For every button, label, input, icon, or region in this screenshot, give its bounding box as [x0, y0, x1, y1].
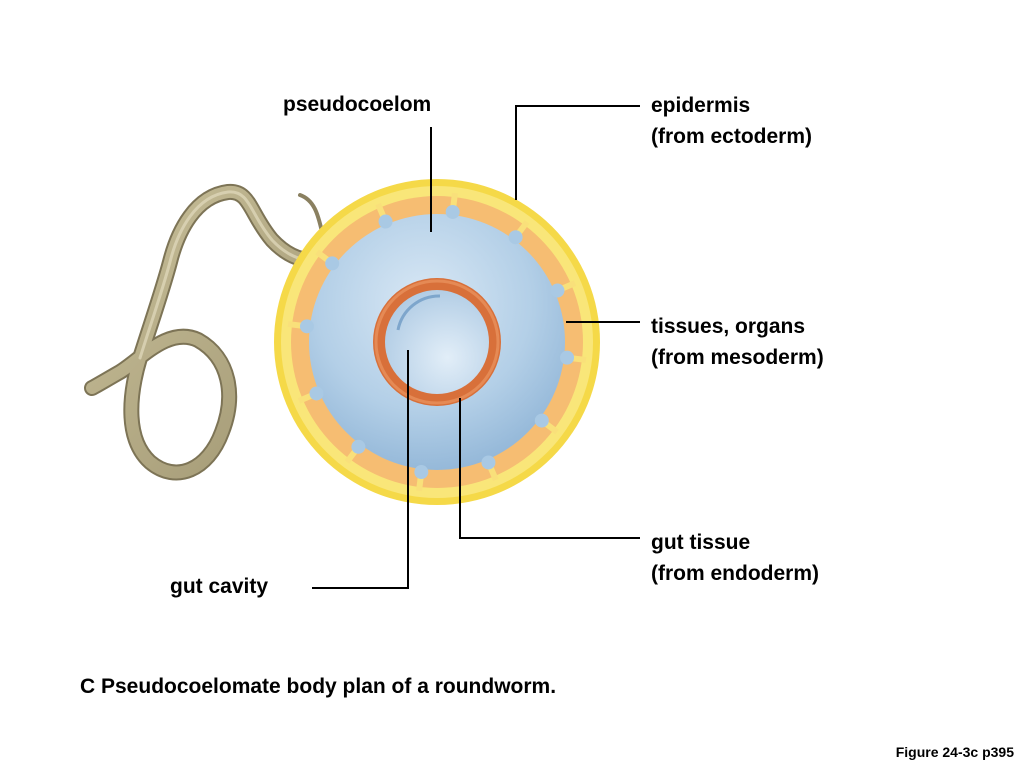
- leader-gut-cavity: [312, 350, 409, 589]
- leader-lines: [312, 105, 640, 589]
- label-tissues-line2: (from mesoderm): [651, 346, 824, 369]
- gut-cavity-region: [385, 290, 489, 394]
- label-gut-cavity: gut cavity: [170, 571, 268, 602]
- pseudocoelom-lobe: [560, 350, 575, 365]
- pseudocoelom-lobes: [299, 204, 575, 480]
- cross-section: [274, 179, 600, 505]
- pseudocoelom-lobe: [299, 319, 314, 334]
- pseudocoelom-lobe: [378, 214, 393, 229]
- roundworm-illustration: [84, 184, 354, 481]
- pseudocoelom-lobe: [481, 455, 496, 470]
- leader-epidermis: [515, 105, 640, 200]
- pseudocoelom-lobe: [351, 439, 366, 454]
- label-gut-cavity-text: gut cavity: [170, 575, 269, 598]
- label-epidermis-line2: (from ectoderm): [651, 125, 813, 148]
- label-epidermis-line1: epidermis: [651, 94, 751, 117]
- label-tissues-organs: tissues, organs (from mesoderm): [651, 311, 824, 373]
- label-tissues-line1: tissues, organs: [651, 315, 806, 338]
- label-gut-tissue: gut tissue (from endoderm): [651, 527, 819, 589]
- label-pseudocoelom: pseudocoelom: [283, 89, 431, 120]
- leader-gut-tissue: [459, 398, 640, 539]
- label-pseudocoelom-text: pseudocoelom: [283, 93, 432, 116]
- pseudocoelom-lobe: [534, 413, 549, 428]
- label-epidermis: epidermis (from ectoderm): [651, 90, 812, 152]
- pseudocoelom-lobe: [414, 465, 429, 480]
- label-gut-tissue-line1: gut tissue: [651, 531, 751, 554]
- pseudocoelom-lobe: [445, 204, 460, 219]
- pseudocoelom-lobe: [508, 230, 523, 245]
- pseudocoelom-lobe: [550, 283, 565, 298]
- figure-caption: C Pseudocoelomate body plan of a roundwo…: [80, 675, 557, 698]
- label-gut-tissue-line2: (from endoderm): [651, 562, 819, 585]
- pseudocoelom-lobe: [325, 256, 340, 271]
- pseudocoelom-lobe: [309, 386, 324, 401]
- figure-reference: Figure 24-3c p395: [895, 744, 1014, 760]
